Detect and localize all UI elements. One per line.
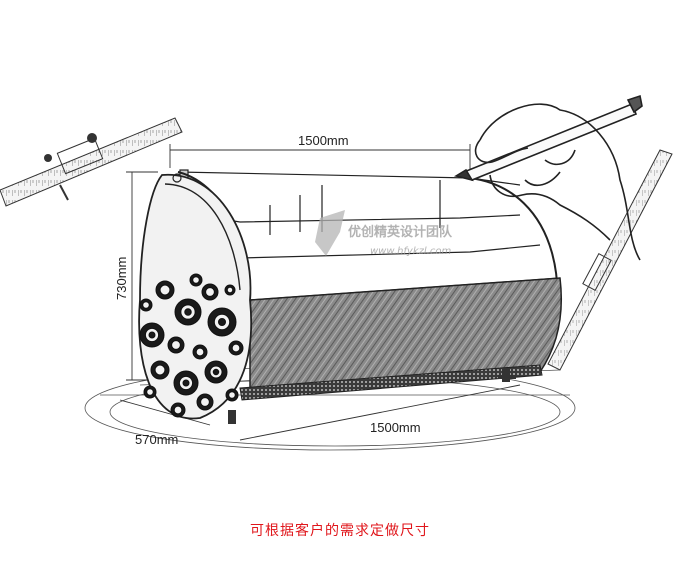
dimension-height: 730mm [114, 257, 129, 300]
watermark-logo-icon [315, 210, 345, 256]
panel-ring-core [212, 368, 220, 376]
panel-ring-center [159, 284, 171, 296]
cabinet-feet [228, 368, 516, 424]
panel-ring-core [148, 331, 156, 339]
panel-ring-center [205, 287, 215, 297]
custom-size-caption: 可根据客户的需求定做尺寸 [250, 523, 430, 539]
panel-ring-center [154, 364, 166, 376]
watermark: 优创精英设计团队 www.hfykzl.com [315, 210, 453, 257]
panel-ring-center [192, 276, 200, 284]
panel-ring-center [231, 343, 241, 353]
panel-ring-center [146, 388, 154, 396]
ruler-left [0, 117, 183, 207]
panel-ring-center [226, 286, 234, 294]
panel-ring-center [195, 347, 205, 357]
panel-ring-center [173, 405, 183, 415]
panel-ring-core [184, 308, 192, 316]
dimension-top-width: 1500mm [298, 133, 349, 148]
dimension-lines [119, 144, 521, 441]
watermark-url: www.hfykzl.com [370, 246, 451, 257]
panel-ring-center [200, 397, 210, 407]
panel-ring-center [228, 391, 236, 399]
ruler-right [547, 149, 673, 371]
watermark-brand: 优创精英设计团队 [348, 224, 453, 240]
dotted-trim [239, 364, 543, 401]
dimension-depth: 570mm [135, 432, 178, 447]
panel-ring-core [218, 318, 226, 326]
panel-ring-center [171, 340, 181, 350]
dimension-bottom-width: 1500mm [370, 420, 421, 435]
hand-with-pencil-illustration [453, 94, 643, 261]
panel-ring-core [182, 379, 190, 387]
end-panel-left [138, 173, 253, 420]
panel-ring-center [142, 301, 150, 309]
